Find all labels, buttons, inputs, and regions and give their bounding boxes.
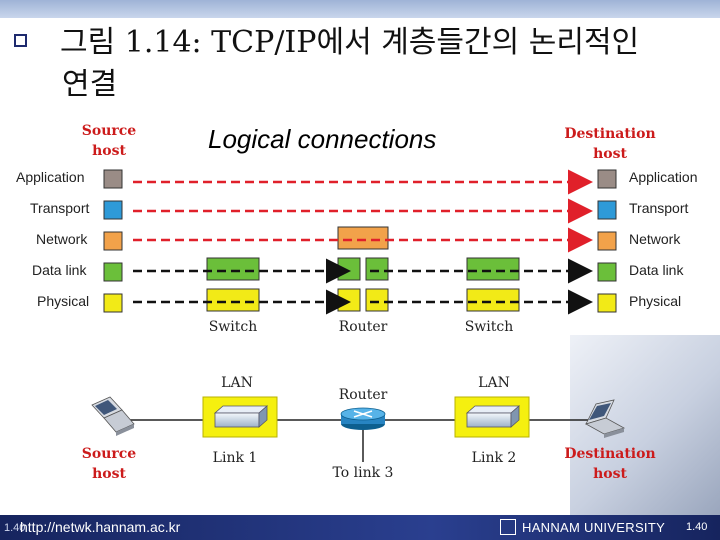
footer-bar: 1.40 http://netwk.hannam.ac.kr HANNAM UN… xyxy=(0,515,720,540)
left-layer-network: Network xyxy=(36,231,88,247)
destination-host-label-line2: host xyxy=(593,146,627,162)
left-layer-data-link: Data link xyxy=(32,262,87,278)
lan1-switch xyxy=(202,396,278,438)
link3-label: To link 3 xyxy=(333,465,394,481)
footer-slide-number: 1.40 xyxy=(686,521,708,533)
lan2-switch xyxy=(454,396,530,438)
footer-page-number-small: 1.40 xyxy=(4,522,26,534)
right-layer-network: Network xyxy=(629,231,681,247)
lan1-label: LAN xyxy=(221,375,253,391)
link2-label: Link 2 xyxy=(472,450,517,466)
source-laptop-icon xyxy=(91,396,135,436)
slide-title: 그림 1.14: TCP/IP에서 계층들간의 논리적인 연결 xyxy=(60,22,720,106)
title-line-1: 그림 1.14: TCP/IP에서 계층들간의 논리적인 xyxy=(60,25,640,60)
title-line-2: 연결 xyxy=(62,67,118,102)
left-layer-physical: Physical xyxy=(37,293,89,309)
router-label-bottom: Router xyxy=(339,387,388,403)
switch2-label: Switch xyxy=(465,319,514,335)
switch1-label: Switch xyxy=(209,319,258,335)
logical-connections-heading: Logical connections xyxy=(208,124,436,154)
footer-url-link[interactable]: http://netwk.hannam.ac.kr xyxy=(20,519,181,535)
destination-laptop-icon xyxy=(584,399,626,438)
destination-host-label-line1: Destination xyxy=(564,126,655,142)
bottom-destination-host-line2: host xyxy=(593,466,627,482)
title-bullet-icon xyxy=(14,34,27,47)
bottom-source-host-line1: Source xyxy=(82,446,137,462)
bottom-destination-host-line1: Destination xyxy=(564,446,655,462)
bottom-source-host-line2: host xyxy=(92,466,126,482)
switch1-stack xyxy=(206,257,260,312)
source-host-label-line2: host xyxy=(92,143,126,159)
lan2-label: LAN xyxy=(478,375,510,391)
router-icon xyxy=(340,407,386,430)
right-layer-application: Application xyxy=(629,169,698,185)
tcpip-logical-connection-diagram: Logical connections Source host Destinat… xyxy=(16,123,698,482)
source-host-label-line1: Source xyxy=(82,123,137,139)
link1-label: Link 1 xyxy=(213,450,258,466)
source-host-stack xyxy=(103,169,123,313)
university-logo-icon xyxy=(500,519,516,535)
left-layer-transport: Transport xyxy=(30,200,90,216)
footer-university-name: HANNAM UNIVERSITY xyxy=(522,520,666,535)
top-banner xyxy=(0,0,720,18)
switch2-stack xyxy=(466,257,520,312)
left-layer-application: Application xyxy=(16,169,85,185)
destination-host-stack xyxy=(597,169,617,313)
router-label-top: Router xyxy=(339,319,388,335)
right-layer-data-link: Data link xyxy=(629,262,684,278)
right-layer-physical: Physical xyxy=(629,293,681,309)
right-layer-transport: Transport xyxy=(629,200,689,216)
